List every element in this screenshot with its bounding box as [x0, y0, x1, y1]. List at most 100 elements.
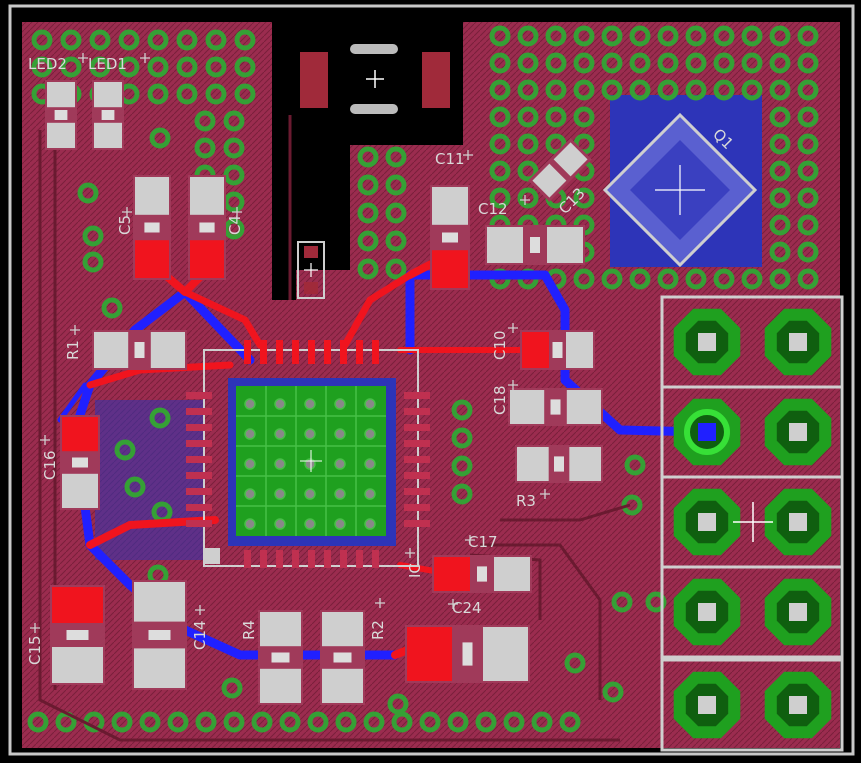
header-row-outline — [660, 565, 844, 659]
signal-traces — [38, 115, 631, 742]
via — [573, 79, 595, 101]
via — [573, 187, 595, 209]
via — [27, 711, 49, 733]
label-led2: LED2 — [28, 55, 67, 73]
via — [769, 214, 791, 236]
via — [176, 29, 198, 51]
via — [194, 137, 216, 159]
smd-footprint — [60, 415, 100, 510]
via — [769, 52, 791, 74]
via — [82, 225, 104, 247]
via — [489, 160, 511, 182]
via — [419, 711, 441, 733]
via — [559, 711, 581, 733]
via — [629, 25, 651, 47]
smd-footprint — [515, 445, 603, 483]
via — [124, 476, 146, 498]
via — [234, 83, 256, 105]
via — [545, 79, 567, 101]
via — [357, 146, 379, 168]
power-jack — [300, 44, 450, 114]
via — [451, 427, 473, 449]
via — [797, 241, 819, 263]
label-c16: C16 — [41, 450, 59, 480]
jumper-footprint — [297, 241, 325, 299]
smd-components — [45, 80, 603, 705]
via — [147, 29, 169, 51]
via — [601, 52, 623, 74]
label-c11: C11 — [435, 150, 465, 168]
via — [545, 133, 567, 155]
via — [769, 79, 791, 101]
label-c18: C18 — [491, 385, 509, 415]
via — [205, 83, 227, 105]
via — [517, 25, 539, 47]
via — [77, 182, 99, 204]
via — [385, 258, 407, 280]
via — [31, 56, 53, 78]
board-outline — [8, 4, 855, 756]
via — [797, 133, 819, 155]
via — [223, 110, 245, 132]
via-grid — [27, 25, 819, 733]
label-c17: C17 — [468, 533, 498, 551]
via — [797, 106, 819, 128]
header-row-outline — [660, 658, 844, 752]
label-c14: C14 — [191, 620, 209, 650]
via — [489, 25, 511, 47]
via — [657, 268, 679, 290]
via — [176, 83, 198, 105]
via — [451, 455, 473, 477]
via — [713, 79, 735, 101]
pin-header-2x5 — [660, 295, 844, 752]
via — [797, 25, 819, 47]
via — [89, 29, 111, 51]
via — [629, 52, 651, 74]
via — [629, 268, 651, 290]
via — [307, 711, 329, 733]
via — [573, 25, 595, 47]
via — [357, 174, 379, 196]
smd-footprint — [92, 330, 187, 370]
via — [685, 79, 707, 101]
via — [624, 454, 646, 476]
label-r3: R3 — [516, 492, 536, 510]
via — [797, 160, 819, 182]
via — [797, 214, 819, 236]
label-c4: C4 — [226, 215, 244, 235]
via — [573, 52, 595, 74]
via — [545, 52, 567, 74]
via — [101, 297, 123, 319]
via — [657, 79, 679, 101]
via — [601, 25, 623, 47]
label-ic: IC — [406, 563, 424, 578]
via — [685, 25, 707, 47]
via — [357, 258, 379, 280]
smd-footprint — [520, 330, 595, 370]
via — [573, 106, 595, 128]
via — [149, 407, 171, 429]
via — [447, 711, 469, 733]
via — [147, 56, 169, 78]
via — [797, 52, 819, 74]
via — [387, 693, 409, 715]
via — [741, 268, 763, 290]
via — [139, 711, 161, 733]
via — [234, 56, 256, 78]
smd-footprint — [320, 610, 365, 705]
smd-footprint — [50, 585, 105, 685]
via — [713, 52, 735, 74]
via — [517, 133, 539, 155]
via — [769, 25, 791, 47]
via — [111, 711, 133, 733]
via — [234, 29, 256, 51]
via — [223, 137, 245, 159]
label-r1: R1 — [64, 340, 82, 360]
label-c10: C10 — [491, 330, 509, 360]
via — [769, 133, 791, 155]
smd-footprint — [92, 80, 124, 150]
smd-footprint — [132, 580, 187, 690]
via — [489, 187, 511, 209]
label-led1: LED1 — [88, 55, 127, 73]
via — [611, 591, 633, 613]
